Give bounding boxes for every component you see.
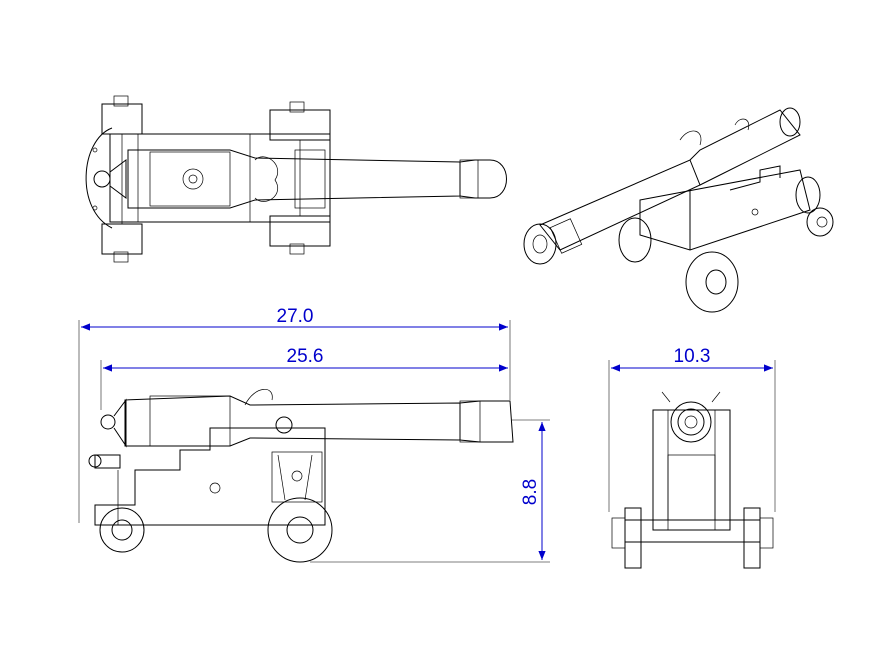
- front-view: [611, 391, 774, 569]
- barrel-length-label: 25.6: [287, 346, 324, 367]
- dimension-overall-length: 27.0: [78, 306, 511, 523]
- dimension-width: 10.3: [608, 346, 776, 512]
- overall-length-label: 27.0: [277, 306, 314, 327]
- side-view: [88, 389, 514, 563]
- dimension-height: 8.8: [310, 419, 550, 563]
- width-label: 10.3: [674, 346, 711, 367]
- isometric-view: [523, 107, 834, 313]
- top-view: [85, 95, 507, 263]
- height-label: 8.8: [520, 479, 541, 505]
- dimension-barrel-length: 25.6: [100, 346, 508, 410]
